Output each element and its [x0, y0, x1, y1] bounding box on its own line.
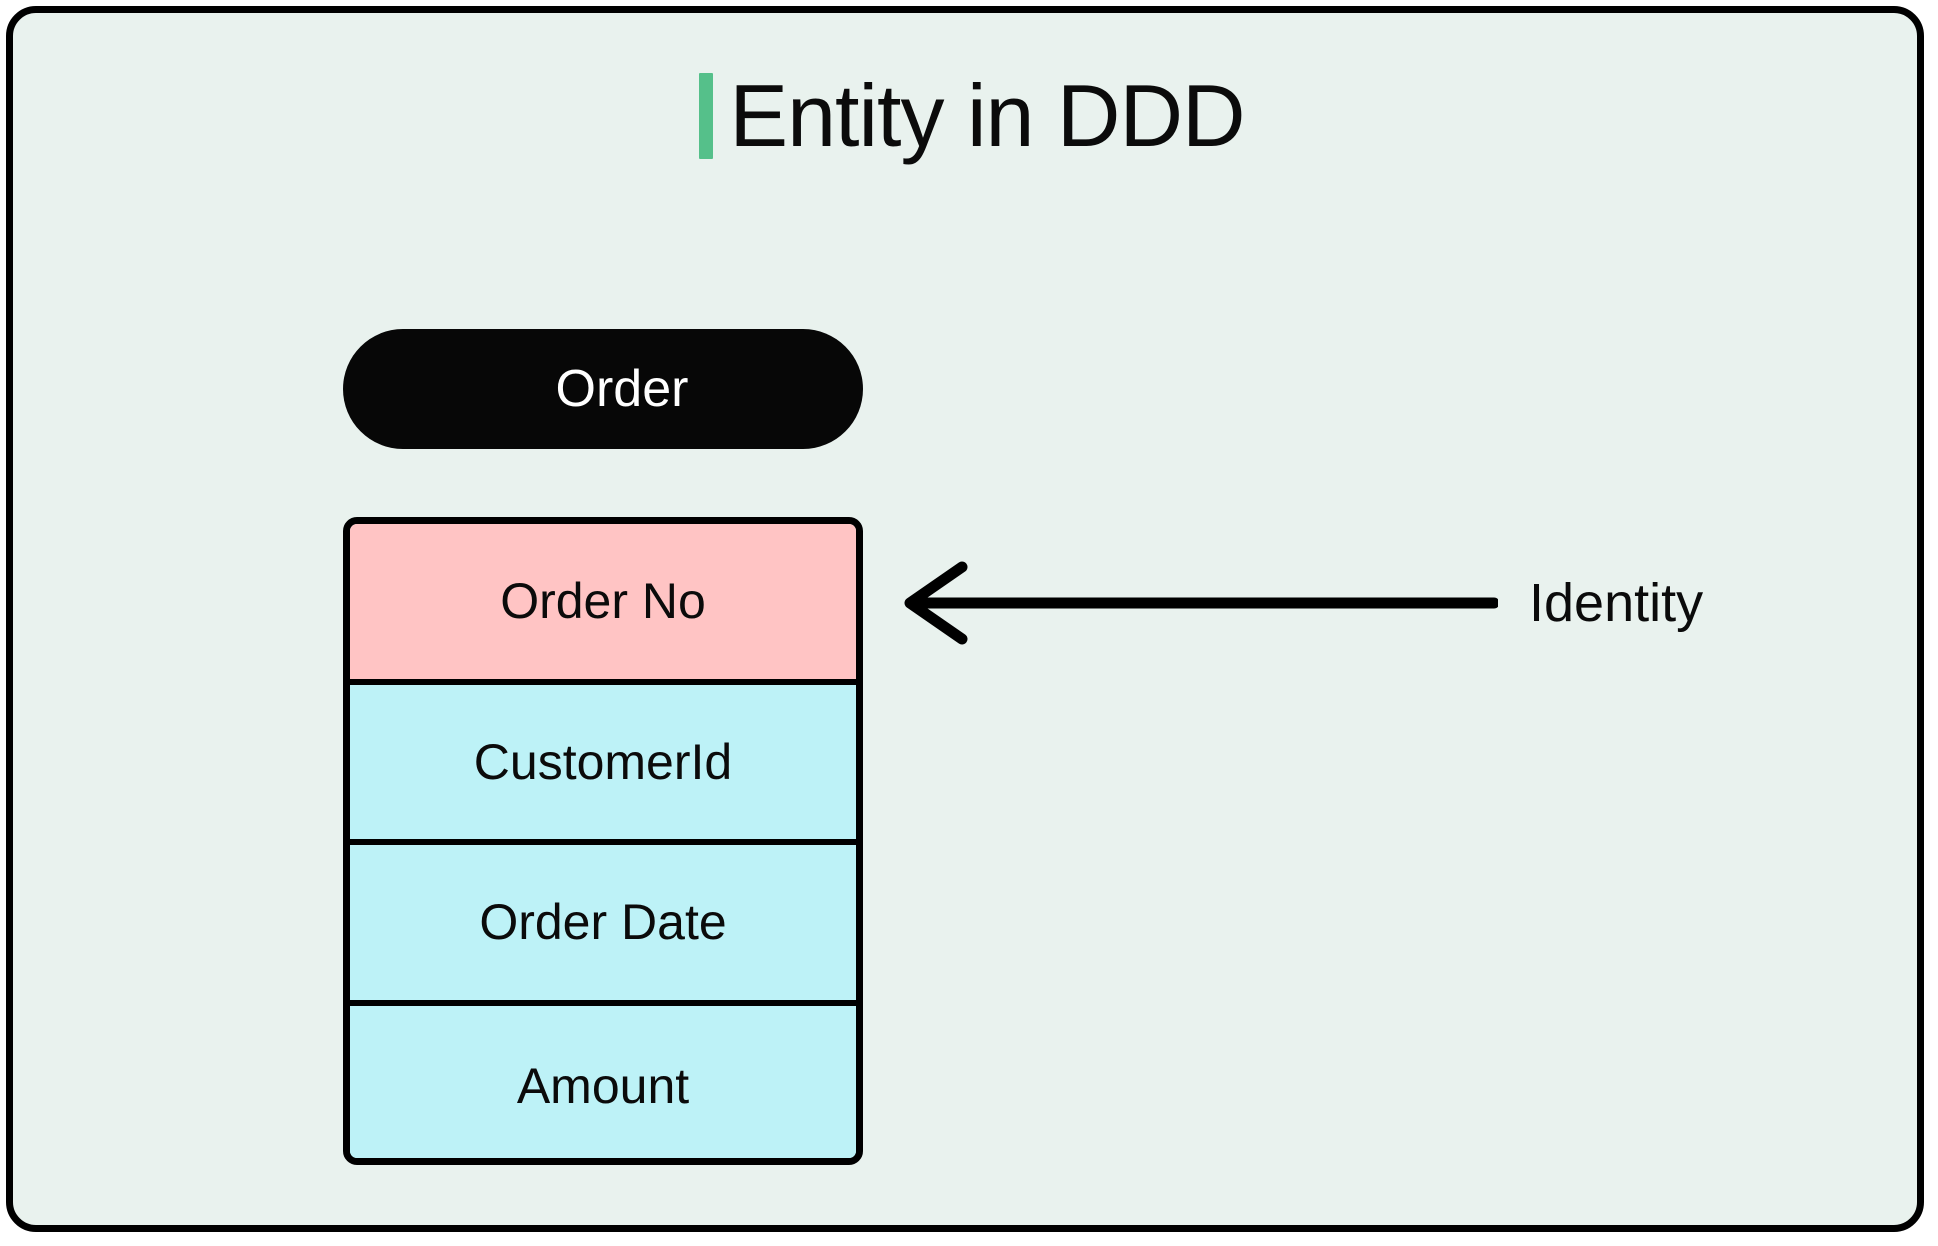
attribute-label: Amount [516, 1057, 690, 1114]
left-arrow-icon [904, 561, 1498, 645]
title-accent-bar [699, 73, 714, 159]
table-row: Amount [350, 1005, 856, 1158]
page-title: Entity in DDD [13, 61, 1931, 171]
table-row: CustomerId [350, 684, 856, 845]
table-row: Order Date [350, 845, 856, 1006]
attribute-label: Order Date [479, 894, 727, 951]
entity-name-label: Order [555, 360, 689, 418]
attribute-label: CustomerId [473, 733, 733, 790]
table-row-identity: Order No [350, 524, 856, 685]
annotation-label-identity: Identity [1529, 573, 1704, 633]
entity-attribute-table: Order No CustomerId Order Date Amount [343, 517, 863, 1165]
title-text: Entity in DDD [729, 66, 1245, 165]
entity-name-pill: Order [343, 329, 863, 449]
diagram-card: Entity in DDD Order Order No CustomerId … [6, 6, 1924, 1232]
attribute-label-identity: Order No [500, 573, 706, 630]
